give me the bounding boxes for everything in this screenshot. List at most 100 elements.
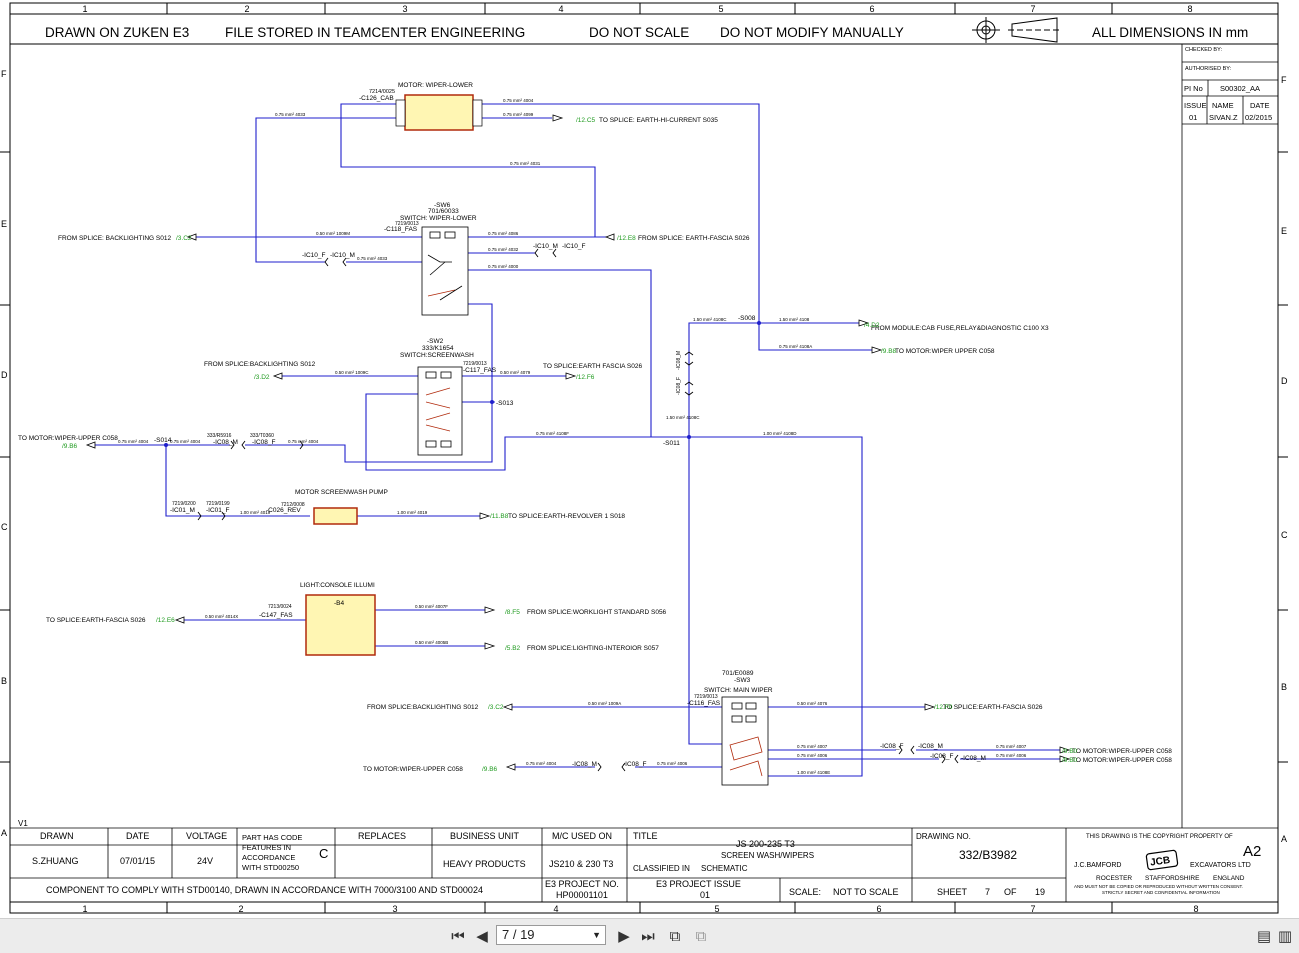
wire-label: 0.75 mm² 4006 <box>657 761 688 766</box>
drawn-value: S.ZHUANG <box>32 856 79 866</box>
sheet-value: 7 <box>985 887 990 897</box>
label-to-wiper-upper-1: TO MOTOR:WIPER UPPER C058 <box>895 348 995 355</box>
voltage-value: 24V <box>197 856 213 866</box>
label-to-wiper-upper-2: TO MOTOR:WIPER-UPPER C058 <box>18 435 118 442</box>
wire-label: 0.75 mm² 4007 <box>996 744 1027 749</box>
label-from-backlighting-2: FROM SPLICE:BACKLIGHTING S012 <box>204 361 316 368</box>
projection-symbol-icon <box>972 17 1060 43</box>
xref-backlighting-3[interactable]: /3.C2 <box>488 704 504 711</box>
label-to-wiper-upper-4: TO MOTOR:WIPER-UPPER C058 <box>1072 757 1172 764</box>
wire-label: 0.75 mm² 4000 <box>488 264 519 269</box>
wire-label: 0.75 mm² 4033 <box>275 112 306 117</box>
xref-backlighting-1[interactable]: /3.C2 <box>176 235 192 242</box>
xref-wiper-upper-2[interactable]: /9.B6 <box>62 443 78 450</box>
single-page-view-icon[interactable]: ▤ <box>1256 927 1272 945</box>
xref-earth-fascia-2[interactable]: /12.F6 <box>576 374 595 381</box>
part-7219-0200: 7219/0200 <box>172 501 196 507</box>
row-letter: C <box>1 522 8 532</box>
light-ref: -B4 <box>334 600 345 607</box>
sw6-ref: -SW6 <box>434 202 451 209</box>
conn-ic08-f-a: -IC08_F <box>252 439 276 446</box>
sw2-conn: -C117_FAS <box>463 367 497 374</box>
first-page-button[interactable]: ⏮ <box>451 927 465 945</box>
next-page-button[interactable]: ▶ <box>618 927 630 945</box>
xref-wiper-upper-4[interactable]: /9.B0 <box>1062 757 1078 764</box>
notice-1: AND MUST NOT BE COPIED OR REPRODUCED WIT… <box>1074 884 1243 889</box>
sheet-size: A2 <box>1243 843 1261 860</box>
issue-label: ISSUE <box>1184 101 1207 110</box>
continuous-view-icon[interactable]: ▥ <box>1277 927 1293 945</box>
wire-label: 1.00 mm² 4019 <box>240 510 271 515</box>
last-page-button[interactable]: ⏭ <box>641 927 655 945</box>
part-code-2: FEATURES IN <box>242 843 291 852</box>
title-block <box>9 827 1278 902</box>
notice-2: STRICTLY SECRET AND CONFIDENTIAL INFORMA… <box>1102 890 1220 895</box>
col-number: 7 <box>1030 4 1035 14</box>
name-label: NAME <box>1212 101 1234 110</box>
label-to-wiper-upper-5: TO MOTOR:WIPER-UPPER C058 <box>363 766 463 773</box>
conn-ic08-f-c: -IC08_F <box>930 753 954 760</box>
col-number: 8 <box>1193 904 1198 914</box>
node-s011: -S011 <box>663 440 680 447</box>
row-letter: B <box>1281 682 1287 692</box>
of-label: OF <box>1004 887 1017 897</box>
wire-label: 1.00 mm² 4019 <box>397 510 428 515</box>
col-number: 5 <box>718 4 723 14</box>
sw6-title: SWITCH: WIPER-LOWER <box>400 215 477 222</box>
col-number: 3 <box>392 904 397 914</box>
xref-earth-fascia-4[interactable]: /12.F0 <box>934 704 953 711</box>
conn-ic10-f-b: -IC10_F <box>562 243 586 250</box>
header-file-stored: FILE STORED IN TEAMCENTER ENGINEERING <box>225 25 525 40</box>
copyright-text: THIS DRAWING IS THE COPYRIGHT PROPERTY O… <box>1086 834 1233 840</box>
xref-wiper-upper-3[interactable]: /9.B0 <box>1062 748 1078 755</box>
label-to-earth-fascia-3: TO SPLICE:EARTH-FASCIA S026 <box>46 617 146 624</box>
wire-label: 0.75 mm² 4032 <box>488 247 519 252</box>
viewer-toolbar: ⏮ ◀ 7 / 19 ▼ ▶ ⏭ ⧉ ⧉ ▤ ▥ <box>0 918 1299 953</box>
wire-label: 0.75 mm² 4108F <box>536 431 569 436</box>
col-number: 6 <box>869 4 874 14</box>
pi-no-label: PI No <box>1184 84 1203 93</box>
xref-lighting-int[interactable]: /5.B2 <box>505 645 521 652</box>
xref-earth-fascia[interactable]: /12.E8 <box>617 235 636 242</box>
conn-ic08-m-v: -IC08_M <box>676 351 682 370</box>
conn-ic10-m-a: -IC10_M <box>330 252 355 259</box>
col-number: 4 <box>558 4 563 14</box>
sw6-conn: -C118_FAS <box>384 226 418 233</box>
wire-label: 1.50 mm² 4108C <box>693 317 727 322</box>
xref-wiper-upper-5[interactable]: /9.B6 <box>482 766 498 773</box>
wire-label: 0.75 mm² 4004 <box>118 439 149 444</box>
wire-label: 0.75 mm² 4006 <box>797 753 828 758</box>
mc-used-label: M/C USED ON <box>552 831 612 841</box>
two-page-view-icon[interactable]: ⧉ <box>695 927 707 945</box>
xref-earth-revolver[interactable]: /11.B8 <box>490 513 509 520</box>
node-s014: -S014 <box>154 437 172 444</box>
xref-backlighting-2[interactable]: /3.D2 <box>254 374 270 381</box>
conn-ic08-f-b: -IC08_F <box>880 743 904 750</box>
wire-label: 1.50 mm² 4108 <box>779 317 810 322</box>
conn-ic08-f-d: -IC08_F <box>623 761 647 768</box>
sw3-title: SWITCH: MAIN WIPER <box>704 687 773 694</box>
previous-page-button[interactable]: ◀ <box>476 927 488 945</box>
xref-module-cab[interactable]: /4.D2 <box>864 322 880 329</box>
e3-project-value: HP00001101 <box>556 890 608 900</box>
motor-lower-part: 7214/0025 <box>369 89 395 95</box>
address-2: STAFFORDSHIRE <box>1145 875 1200 882</box>
light-conn: -C147_FAS <box>259 612 293 619</box>
col-number: 2 <box>244 4 249 14</box>
motor-lower-conn: -C126_CAB <box>359 95 394 102</box>
xref-hi-current[interactable]: /12.C5 <box>576 117 596 124</box>
sw3-ref: -SW3 <box>734 677 751 684</box>
xref-worklight[interactable]: /8.F5 <box>505 609 520 616</box>
col-number: 8 <box>1187 4 1192 14</box>
sw2-ref: -SW2 <box>427 338 444 345</box>
sw2-title: SWITCH:SCREENWASH <box>400 352 474 359</box>
header-drawn-on: DRAWN ON ZUKEN E3 <box>45 25 189 40</box>
sw3-conn: -C116_FAS <box>687 700 721 707</box>
xref-wiper-upper-1[interactable]: /9.B8 <box>881 348 897 355</box>
xref-earth-fascia-3[interactable]: /12.E6 <box>156 617 175 624</box>
company-left: J.C.BAMFORD <box>1074 862 1121 869</box>
sw2-part: 333/K1654 <box>422 345 454 352</box>
row-letter: F <box>1281 75 1287 85</box>
page-selector[interactable]: 7 / 19 ▼ <box>496 925 606 945</box>
rotate-view-icon[interactable]: ⧉ <box>669 927 681 945</box>
